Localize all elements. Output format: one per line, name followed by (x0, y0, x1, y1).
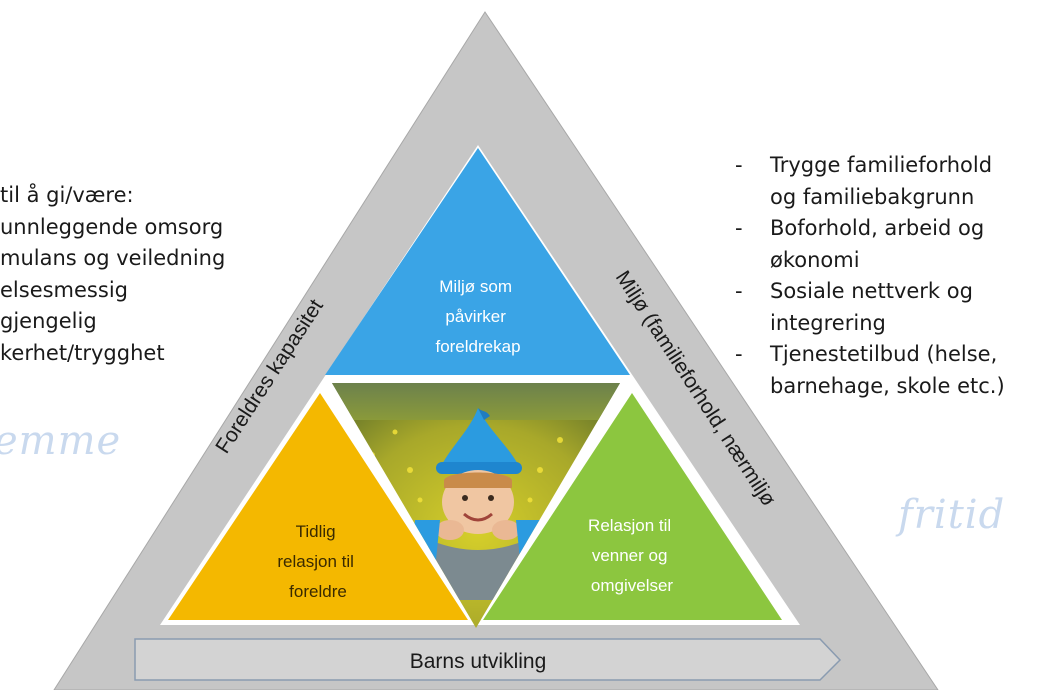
parent-capacity-heading: til å gi/være: (0, 183, 134, 207)
environment-item-line: Trygge familieforhold (770, 153, 993, 177)
development-arrow-label: Barns utvikling (410, 650, 547, 673)
environment-item-line: Sosiale nettverk og (770, 279, 973, 303)
top-blue-triangle (325, 148, 630, 375)
right-triangle-line-1: Relasjon til (588, 516, 671, 535)
dash-bullet: - (735, 279, 743, 303)
right-triangle-line-3: omgivelser (591, 576, 674, 595)
environment-list: - Trygge familieforhold og familiebakgru… (735, 150, 1051, 402)
left-triangle-line-3: foreldre (289, 582, 347, 601)
dash-bullet: - (735, 153, 743, 177)
parent-capacity-item: elsesmessig (0, 277, 128, 302)
top-triangle-line-1: Miljø som (439, 277, 512, 296)
top-triangle-line-3: foreldrekap (435, 337, 520, 356)
right-triangle-line-2: venner og (592, 546, 668, 565)
dash-bullet: - (735, 216, 743, 240)
parent-capacity-item: mulans og veiledning (0, 246, 226, 270)
environment-item-line: integrering (770, 310, 886, 335)
parent-capacity-item: gjengelig (0, 309, 97, 333)
environment-item-line: Boforhold, arbeid og (770, 216, 985, 240)
environment-item-line: barnehage, skole etc.) (770, 373, 1005, 398)
environment-item: - Tjenestetilbud (helse, barnehage, skol… (735, 339, 1051, 402)
top-triangle-text: Miljø som påvirker foreldrekap (435, 277, 520, 356)
environment-item-line: økonomi (770, 247, 860, 272)
handwritten-leisure-text: fritid (898, 492, 1006, 538)
right-triangle-text: Relasjon til venner og omgivelser (588, 516, 676, 595)
top-triangle-line-2: påvirker (445, 307, 506, 326)
environment-item: - Trygge familieforhold og familiebakgru… (735, 150, 1051, 213)
environment-item: - Boforhold, arbeid og økonomi (735, 213, 1051, 276)
left-triangle-text: Tidlig relasjon til foreldre (277, 522, 358, 601)
left-triangle-line-2: relasjon til (277, 552, 354, 571)
left-yellow-triangle (168, 393, 468, 620)
parent-capacity-item: unnleggende omsorg (0, 214, 224, 239)
right-green-triangle (483, 393, 782, 620)
environment-item-line: og familiebakgrunn (770, 184, 975, 209)
environment-item-line: Tjenestetilbud (helse, (770, 342, 998, 366)
left-triangle-line-1: Tidlig (296, 522, 336, 541)
parent-capacity-list: til å gi/være: unnleggende omsorg mulans… (0, 180, 300, 369)
handwritten-home-text: emme (0, 418, 122, 464)
environment-item: - Sosiale nettverk og integrering (735, 276, 1051, 339)
dash-bullet: - (735, 342, 743, 366)
development-arrow (134, 638, 842, 681)
parent-capacity-item: kerhet/trygghet (0, 340, 165, 365)
